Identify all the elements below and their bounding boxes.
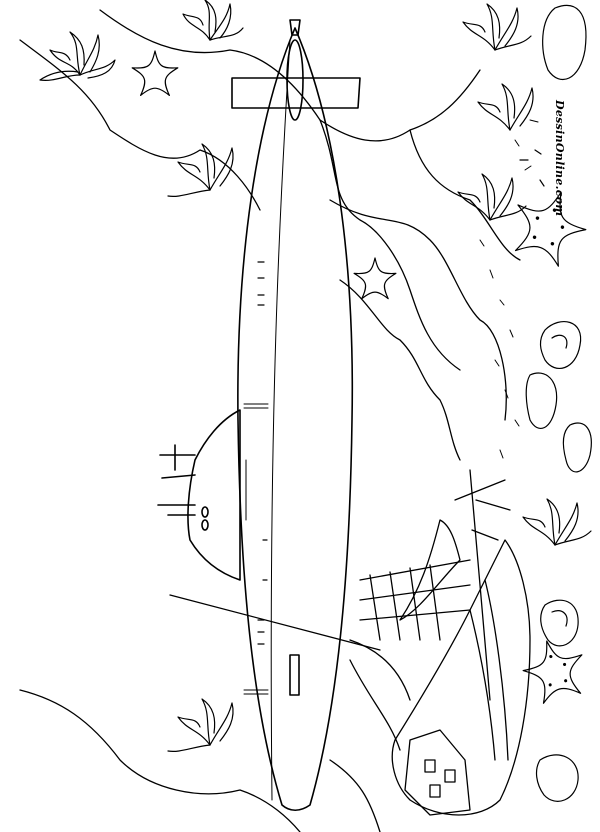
seaweed-clump: [168, 144, 233, 196]
rock-bottom-left: [20, 690, 300, 832]
submarine-hull: [238, 28, 352, 810]
water-marks: [480, 120, 538, 458]
seaweed-clump: [40, 32, 115, 80]
ship-yardarm: [472, 500, 510, 540]
submarine-tail-fin: [232, 78, 360, 108]
seaweed-group: [40, 0, 591, 751]
submarine: [158, 20, 360, 810]
rock-ridge-right: [410, 130, 520, 260]
ship-mast-main: [470, 470, 490, 700]
submarine-hull-seam: [271, 40, 290, 800]
rock-outcrop: [340, 280, 460, 460]
submarine-hatch: [290, 655, 299, 695]
pebble-small: [520, 150, 544, 186]
seaweed-clump: [463, 4, 531, 50]
submarine-conning-tower: [188, 410, 240, 580]
starfish: [517, 633, 591, 706]
shell: [541, 600, 578, 646]
shell: [540, 322, 580, 369]
ship-rigging-net: [360, 560, 470, 640]
ship-rigging-lines: [350, 640, 410, 750]
starfish: [503, 180, 595, 271]
pebble: [563, 423, 591, 472]
starfish: [132, 51, 178, 95]
rock-ridge-lower: [330, 200, 506, 420]
ship-windows: [425, 760, 455, 797]
shells-and-pebbles: [520, 5, 591, 801]
ship-hull: [392, 540, 530, 815]
ship-stern-castle: [405, 730, 470, 815]
seaweed-clump: [458, 174, 526, 220]
submarine-tower-window: [202, 520, 208, 530]
pebble: [526, 373, 556, 428]
submarine-propeller: [287, 40, 303, 120]
seaweed-clump: [183, 0, 243, 40]
submarine-portholes: [258, 262, 267, 644]
seaweed-clump: [523, 499, 591, 545]
rock-outlines: [20, 10, 520, 832]
starfish: [354, 258, 396, 299]
rock-ridge-middle: [320, 120, 460, 370]
seaweed-clump: [168, 699, 233, 751]
submarine-periscope-mast: [158, 445, 195, 515]
submarine-tower-window: [202, 507, 208, 517]
site-watermark: DessinOnline.com: [553, 100, 566, 217]
submarine-rudder: [290, 20, 300, 35]
starfish-group: [132, 51, 595, 706]
ship-tattered-sail: [400, 520, 460, 620]
seaweed-clump: [478, 84, 533, 130]
ship-deck-line: [470, 580, 508, 760]
shell: [537, 755, 579, 801]
ship-mast-fore: [455, 480, 505, 500]
submarine-markings: [240, 404, 268, 694]
sunken-ship: [170, 470, 530, 815]
ship-bowsprit: [170, 595, 380, 650]
rock-ridge-left: [20, 40, 260, 210]
shell-top-right: [543, 5, 586, 79]
rock-bottom-mid: [330, 760, 380, 832]
rock-ridge-top: [100, 10, 480, 141]
